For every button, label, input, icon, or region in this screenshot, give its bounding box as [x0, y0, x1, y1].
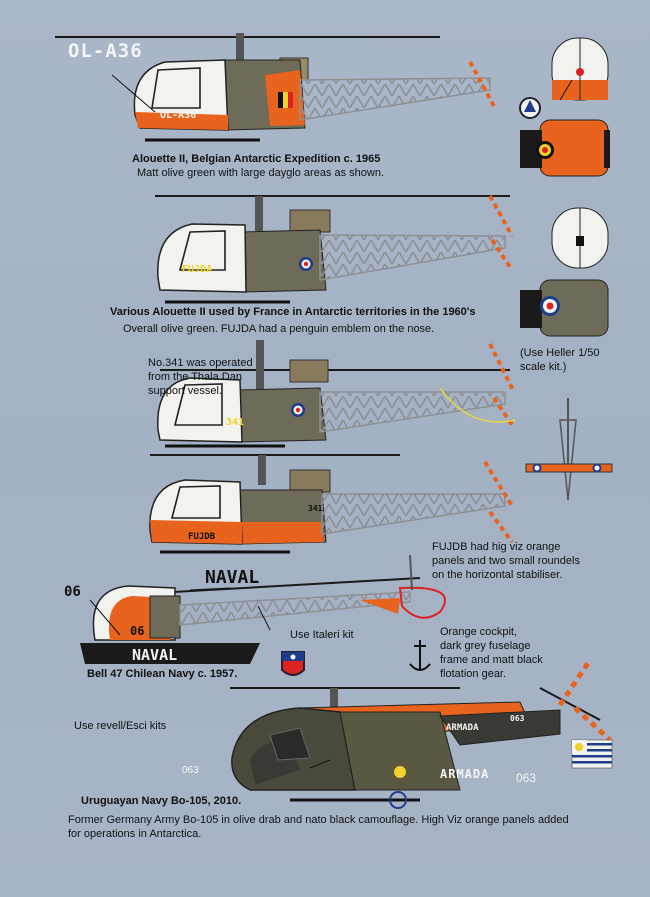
- registration-063-large: 063: [516, 771, 537, 785]
- caption-fujdb-line1: FUJDB had hig viz orange: [432, 541, 561, 553]
- alouette-341-profile: [157, 340, 516, 448]
- bo105-profile: [230, 658, 612, 809]
- caption-bo105-desc-line2: for operations in Antarctica.: [68, 828, 202, 840]
- registration-063-nose: 063: [182, 765, 199, 776]
- registration-fujdb: FUJDB: [188, 532, 216, 542]
- caption-341-line1: No.341 was operated: [148, 357, 253, 369]
- caption-orange-line4: flotation gear.: [440, 668, 507, 680]
- caption-fujdb-line2: panels and two small roundels: [432, 555, 580, 567]
- caption-fujdb-line3: on the horizontal stabiliser.: [432, 569, 563, 581]
- caption-341-line2: from the Thala Dan: [148, 371, 242, 383]
- alouette-belgian-front-view: [551, 37, 609, 101]
- pointer-line: [309, 759, 331, 769]
- caption-france-desc: Overall olive green. FUJDA had a penguin…: [123, 323, 435, 335]
- caption-revell: Use revell/Esci kits: [74, 720, 167, 732]
- registration-063-tail: 063: [510, 714, 525, 723]
- alouette-fujda-profile: [155, 195, 514, 304]
- caption-bo105-desc-line1: Former Germany Army Bo-105 in olive drab…: [68, 814, 569, 826]
- bell-47-profile: [80, 554, 446, 664]
- registration-341: 341: [226, 417, 245, 428]
- registration-ola36-small: OL-A36: [160, 110, 197, 121]
- registration-armada-large: ARMADA: [440, 767, 490, 781]
- caption-heller-line2: scale kit.): [520, 361, 567, 373]
- chilean-navy-roundel: [281, 651, 305, 676]
- registration-naval-band: NAVAL: [132, 646, 178, 664]
- caption-france-title: Various Alouette II used by France in An…: [110, 306, 476, 318]
- alouette-belgian-top-view: [520, 119, 610, 177]
- registration-ola36-large: OL-A36: [68, 40, 143, 62]
- registration-fujdb-tail: 341: [308, 504, 323, 513]
- registration-06-nose: 06: [130, 624, 145, 638]
- alouette-fujda-front-view: [551, 207, 609, 269]
- registration-06-left: 06: [64, 584, 81, 600]
- caption-orange-line2: dark grey fuselage: [440, 640, 531, 652]
- alouette-fujda-top-view: [520, 279, 609, 337]
- anchor-icon: [409, 640, 431, 671]
- caption-orange-line3: frame and matt black: [440, 654, 543, 666]
- alouette-fujdb-profile: [149, 454, 514, 554]
- pointer-line: [257, 605, 271, 631]
- belgian-antarctic-roundel: [519, 97, 541, 119]
- alouette-belgian-profile: [55, 33, 497, 142]
- caption-341-line3: support vessel.: [148, 385, 222, 397]
- caption-orange-line1: Orange cockpit,: [440, 626, 518, 638]
- caption-bell-title: Bell 47 Chilean Navy c. 1957.: [87, 668, 238, 680]
- registration-fujda: FUJDA: [182, 264, 213, 275]
- caption-heller-line1: (Use Heller 1/50: [520, 347, 600, 359]
- pointer-line: [559, 79, 573, 101]
- registration-armada-side: ARMADA: [446, 723, 479, 733]
- uruguay-flag: [571, 739, 613, 769]
- caption-italeri: Use Italeri kit: [290, 629, 354, 641]
- caption-bo105-title: Uruguayan Navy Bo-105, 2010.: [81, 795, 242, 807]
- caption-belgian-desc: Matt olive green with large dayglo areas…: [137, 167, 385, 179]
- caption-belgian-title: Alouette II, Belgian Antarctic Expeditio…: [132, 153, 381, 165]
- registration-naval-large: NAVAL: [205, 567, 260, 588]
- tail-stabiliser-view: [525, 398, 613, 501]
